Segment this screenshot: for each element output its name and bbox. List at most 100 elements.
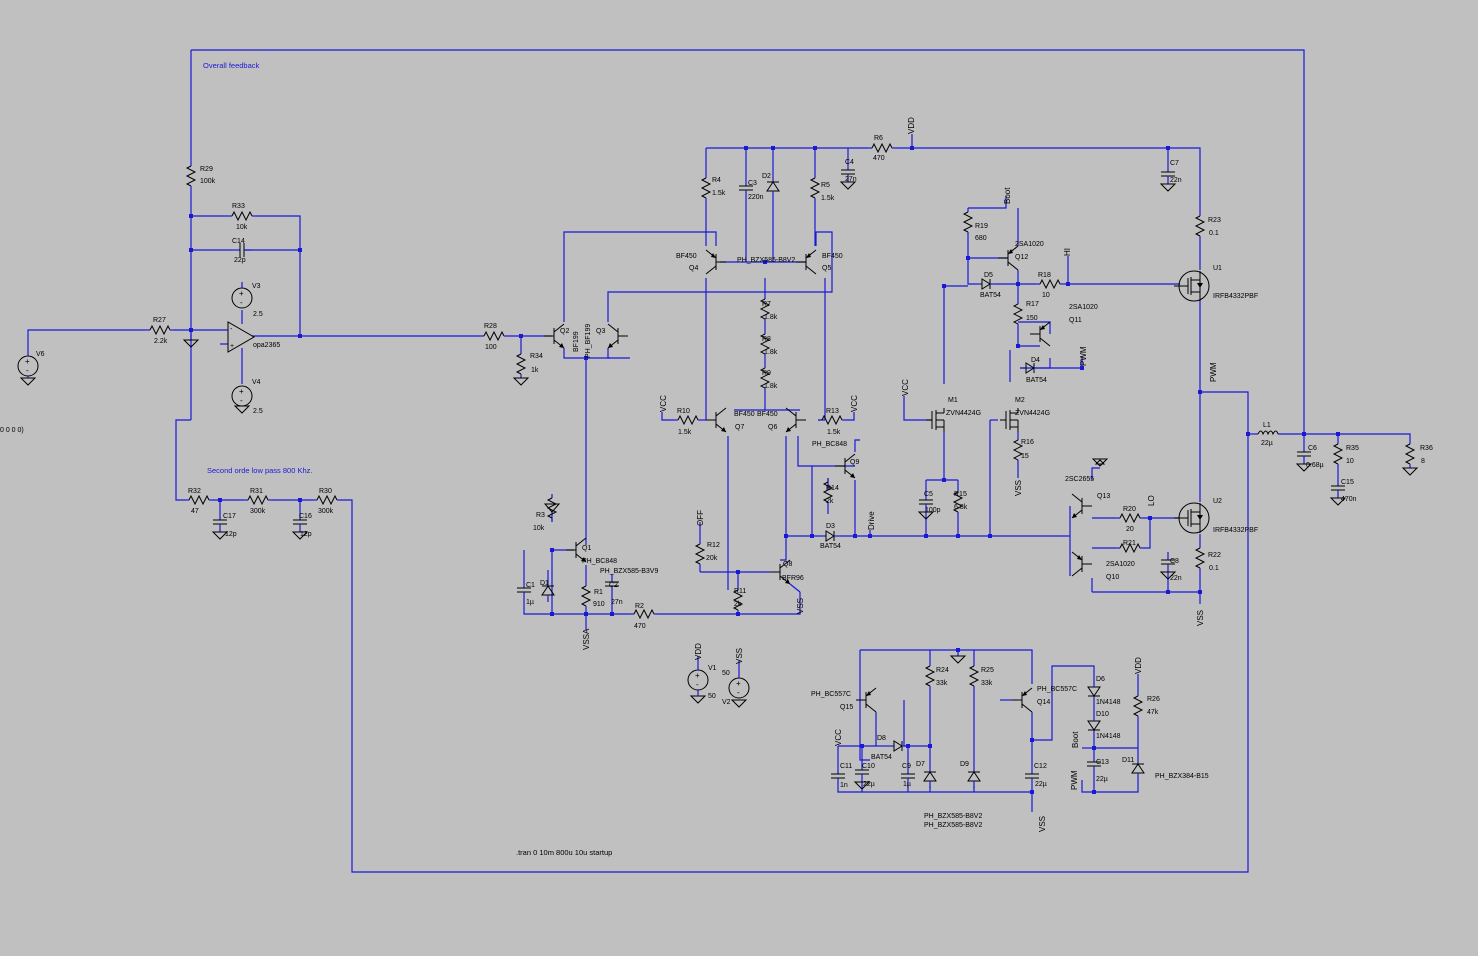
r4-ref: R4 xyxy=(712,177,721,184)
c11-val: 1n xyxy=(840,782,848,789)
c4-val: 27n xyxy=(845,176,857,183)
c11-ref: C11 xyxy=(840,763,852,770)
r9-ref: R9 xyxy=(762,370,771,377)
d4-model: BAT54 xyxy=(1026,377,1047,384)
c5-val: 100p xyxy=(925,507,941,514)
l1-val: 22µ xyxy=(1261,440,1273,447)
r30-val: 300k xyxy=(318,508,334,515)
net-pwm-q11: PWM xyxy=(1079,346,1088,366)
q5-model: BF450 xyxy=(822,253,843,260)
v1-val: 50 xyxy=(708,693,716,700)
net-labels: VDD Boot HI PWM PWM VCC VCC VCC Drive OF… xyxy=(582,117,1218,832)
u1-model: IRFB4332PBF xyxy=(1213,293,1258,300)
net-vdd-r26: VDD xyxy=(1134,657,1143,674)
r31-ref: R31 xyxy=(250,488,263,495)
r12-ref: R12 xyxy=(707,542,720,549)
r7-val: 1.8k xyxy=(764,314,778,321)
r34-val: 1k xyxy=(531,367,539,374)
r9-val: 1.8k xyxy=(764,383,778,390)
d3-model: BAT54 xyxy=(820,543,841,550)
m1-ref: M1 xyxy=(948,397,958,404)
d8-ref: D8 xyxy=(877,735,886,742)
q4-model: BF450 xyxy=(676,253,697,260)
c16-ref: C16 xyxy=(299,513,312,520)
r6-val: 470 xyxy=(873,155,885,162)
svg-text:-: - xyxy=(230,326,233,333)
c3-val: 220n xyxy=(748,194,764,201)
net-vss-q8: VSS xyxy=(796,598,805,614)
q15-ref: Q15 xyxy=(840,704,853,711)
q9-ref: Q9 xyxy=(850,459,859,466)
c4-ref: C4 xyxy=(845,159,854,166)
r26-ref: R26 xyxy=(1147,696,1160,703)
r36-ref: R36 xyxy=(1420,445,1433,452)
net-lo: LO xyxy=(1147,495,1156,506)
d1-ref: D1 xyxy=(540,580,549,587)
r33-ref: R33 xyxy=(232,203,245,210)
c7-ref: C7 xyxy=(1170,160,1179,167)
net-pwm-out: PWM xyxy=(1209,362,1218,382)
d2-model: PH_BZX585-B8V2 xyxy=(737,257,795,264)
d10-ref: D10 xyxy=(1096,711,1109,718)
d7-model: PH_BZX585-B8V2 xyxy=(924,813,982,820)
r20-val: 20 xyxy=(1126,526,1134,533)
c14-ref: C14 xyxy=(232,238,245,245)
r14-ref: R14 xyxy=(826,485,839,492)
c10-val: 22µ xyxy=(863,781,875,788)
q3-model: PH_BF199 xyxy=(585,324,592,358)
r23-val: 0.1 xyxy=(1209,230,1219,237)
r8-val: 1.8k xyxy=(764,349,778,356)
q12-model: 2SA1020 xyxy=(1015,241,1044,248)
net-vcc-m1: VCC xyxy=(901,379,910,396)
q2-model: BF199 xyxy=(573,331,580,352)
r19-ref: R19 xyxy=(975,223,988,230)
net-hi: HI xyxy=(1063,248,1072,256)
d2-ref: D2 xyxy=(762,173,771,180)
r13-ref: R13 xyxy=(826,408,839,415)
u1-ref: U1 xyxy=(1213,265,1222,272)
q1-model: PH_BC848 xyxy=(582,558,617,565)
r14-val: 2k xyxy=(826,498,834,505)
r28-ref: R28 xyxy=(484,323,497,330)
r27-val: 2.2k xyxy=(154,338,168,345)
r4-val: 1.5k xyxy=(712,190,726,197)
r20-ref: R20 xyxy=(1123,506,1136,513)
r16-val: 15 xyxy=(1021,453,1029,460)
c17-ref: C17 xyxy=(223,513,236,520)
q6-ref: Q6 xyxy=(768,424,777,431)
net-boot-startup: Boot xyxy=(1071,731,1080,748)
v3-ref: V3 xyxy=(252,283,261,290)
r29-ref: R29 xyxy=(200,166,213,173)
q13-ref: Q13 xyxy=(1097,493,1110,500)
r1-ref: R1 xyxy=(594,589,603,596)
u2-model: IRFB4332PBF xyxy=(1213,527,1258,534)
c2-ref: C2 xyxy=(609,582,618,589)
r15-val: 6.8k xyxy=(954,504,968,511)
c6-ref: C6 xyxy=(1308,445,1317,452)
q4-ref: Q4 xyxy=(689,265,698,272)
l1-ref: L1 xyxy=(1263,422,1271,429)
c8-ref: C8 xyxy=(1170,558,1179,565)
r35-val: 10 xyxy=(1346,458,1354,465)
d6-ref: D6 xyxy=(1096,676,1105,683)
net-vcc-r10: VCC xyxy=(659,395,668,412)
q11-ref: Q11 xyxy=(1069,317,1082,324)
r22-val: 0.1 xyxy=(1209,565,1219,572)
r2-val: 470 xyxy=(634,623,646,630)
q11-model: 2SA1020 xyxy=(1069,304,1098,311)
tran-directive: .tran 0 10m 800u 10u startup xyxy=(516,848,612,857)
net-vss-startup: VSS xyxy=(1038,816,1047,832)
net-vdd-top: VDD xyxy=(907,117,916,134)
v4-ref: V4 xyxy=(252,379,261,386)
r36-val: 8 xyxy=(1421,458,1425,465)
c5-ref: C5 xyxy=(924,491,933,498)
net-vcc-startup: VCC xyxy=(834,729,843,746)
v6-ref: V6 xyxy=(36,351,45,358)
source-value-text: 0 0 0 0) xyxy=(0,427,24,434)
c8-val: 22n xyxy=(1170,575,1182,582)
r17-val: 150 xyxy=(1026,315,1038,322)
m2-ref: M2 xyxy=(1015,397,1025,404)
d5-model: BAT54 xyxy=(980,292,1001,299)
opamp-model: opa2365 xyxy=(253,342,280,349)
